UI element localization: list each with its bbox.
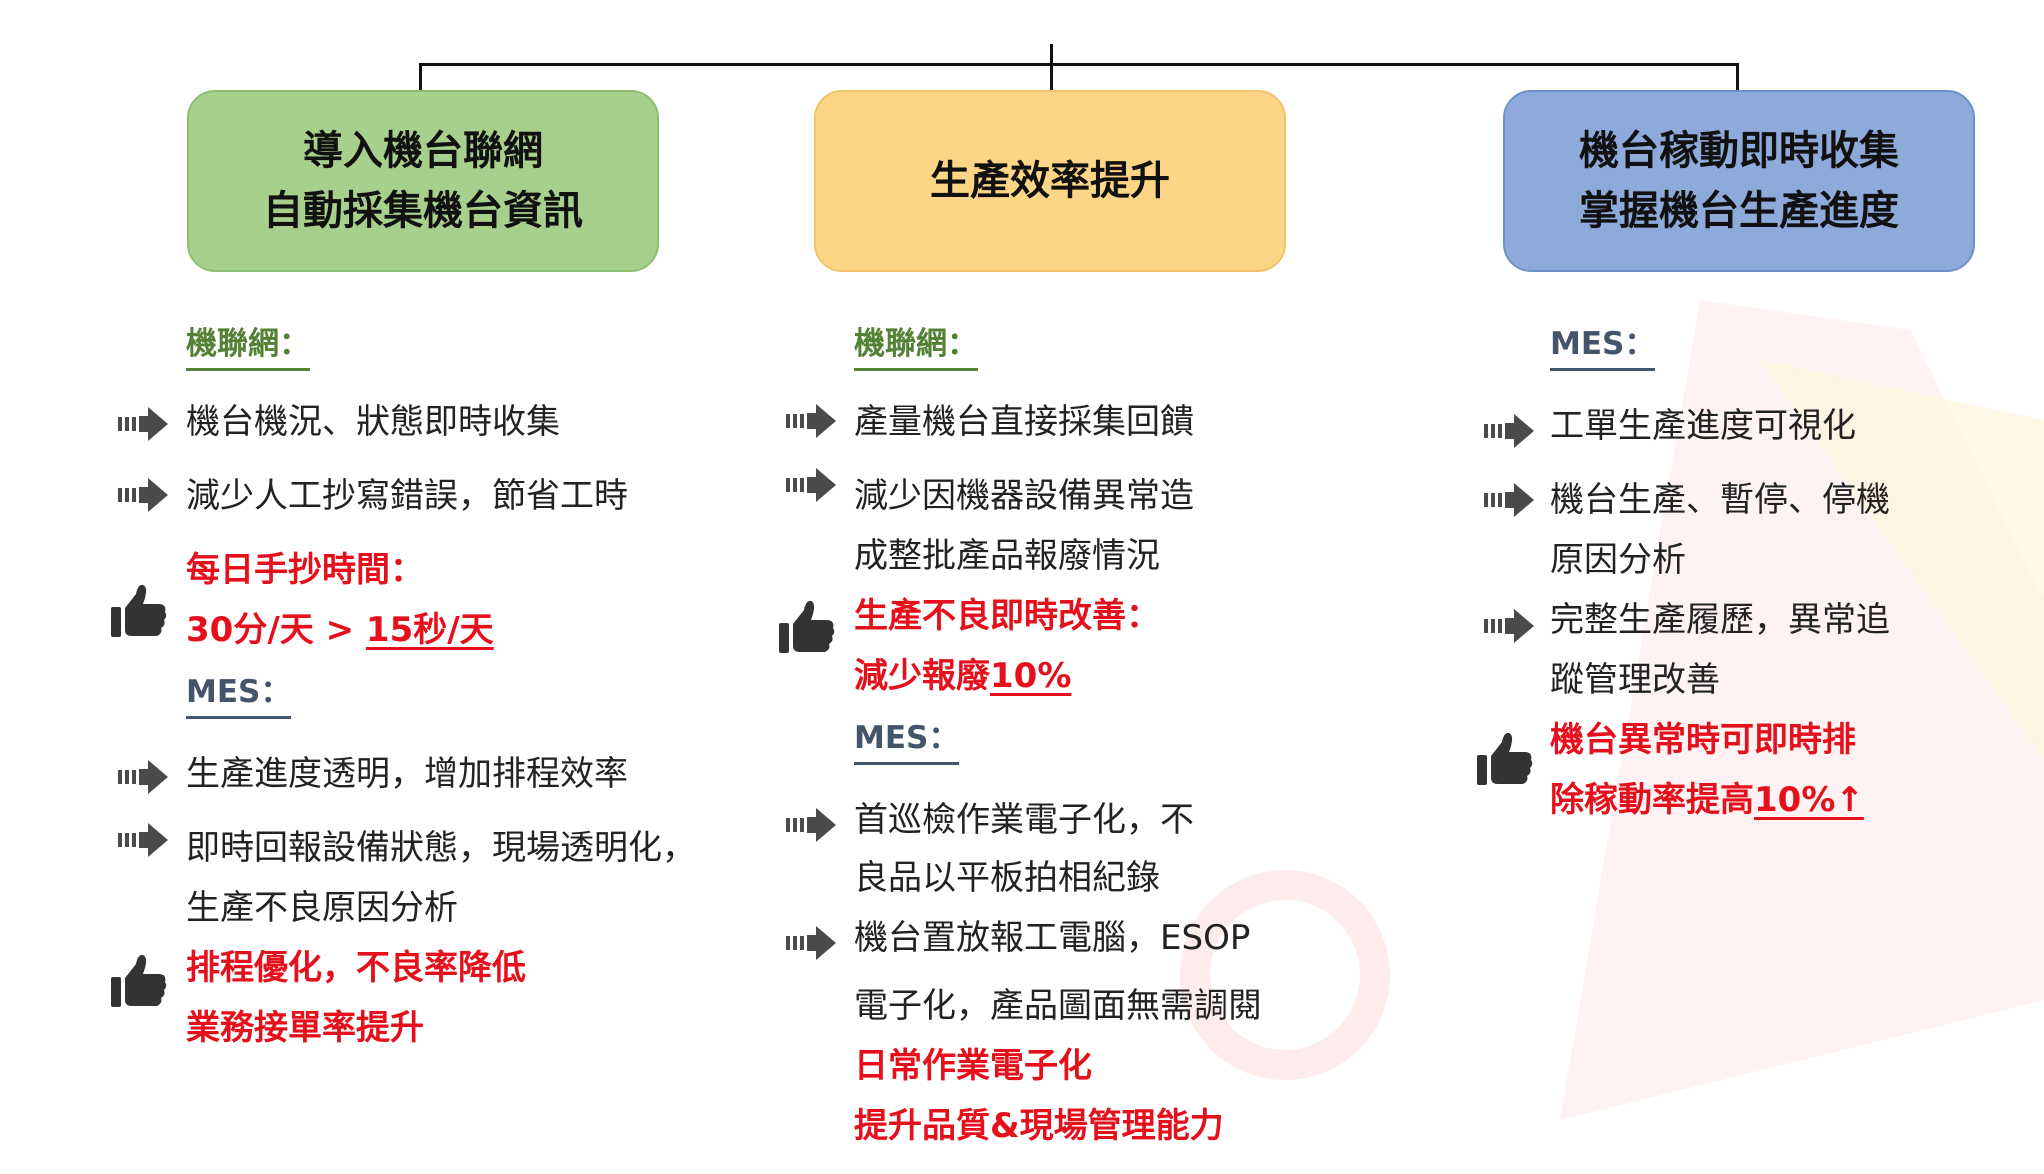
section-label: 機聯網：: [854, 324, 978, 371]
arrow-bullet-icon: [784, 401, 838, 445]
connector-right: [1736, 63, 1739, 90]
header-line: 導入機台聯網: [303, 128, 543, 174]
arrow-bullet-icon: [116, 757, 170, 801]
bullet-text: 生產進度透明，增加排程效率: [186, 754, 628, 794]
result-text: 業務接單率提升: [186, 1008, 424, 1048]
arrow-bullet-icon: [116, 475, 170, 519]
arrow-bullet-icon: [116, 404, 170, 448]
result-text: 每日手抄時間：: [186, 550, 424, 590]
connector-left: [419, 63, 422, 90]
header-box-networking: 導入機台聯網 自動採集機台資訊: [187, 90, 659, 272]
header-line: 機台稼動即時收集: [1579, 128, 1899, 174]
section-label: 機聯網：: [186, 324, 310, 371]
result-prefix: 30分/天 >: [186, 610, 366, 650]
result-text: 除稼動率提高10%↑: [1550, 778, 1864, 822]
thumbs-up-icon: [108, 580, 170, 646]
result-emphasis: 10%↑: [1754, 780, 1864, 820]
bullet-text: 良品以平板拍相紀錄: [854, 858, 1160, 898]
thumbs-up-icon: [776, 596, 838, 662]
result-text: 提升品質&現場管理能力: [854, 1106, 1224, 1146]
bullet-text: 工單生產進度可視化: [1550, 406, 1856, 446]
header-line: 掌握機台生產進度: [1579, 188, 1899, 234]
result-emphasis: 10%: [990, 656, 1072, 696]
header-box-utilization: 機台稼動即時收集 掌握機台生產進度: [1503, 90, 1975, 272]
bullet-text: 原因分析: [1550, 540, 1686, 580]
thumbs-up-icon: [108, 950, 170, 1016]
arrow-bullet-icon: [784, 465, 838, 509]
result-prefix: 減少報廢: [854, 656, 990, 696]
bullet-text: 產量機台直接採集回饋: [854, 402, 1194, 442]
result-text: 機台異常時可即時排: [1550, 720, 1856, 760]
section-label: MES：: [854, 718, 960, 765]
section-label: MES：: [1550, 324, 1656, 371]
bullet-text: 機台生產、暫停、停機: [1550, 480, 1890, 520]
bullet-text: 電子化，產品圖面無需調閱: [854, 986, 1262, 1026]
arrow-bullet-icon: [784, 923, 838, 967]
bullet-text: 機台置放報工電腦，ESOP: [854, 918, 1251, 958]
result-emphasis: 15秒/天: [365, 610, 494, 650]
connector-stem: [1050, 44, 1053, 90]
arrow-bullet-icon: [784, 805, 838, 849]
result-text: 日常作業電子化: [854, 1046, 1092, 1086]
result-text: 30分/天 > 15秒/天: [186, 608, 494, 652]
header-line: 生產效率提升: [930, 158, 1170, 204]
connector-bar: [419, 63, 1739, 66]
bullet-text: 完整生產履歷，異常追: [1550, 600, 1890, 640]
arrow-bullet-icon: [1482, 606, 1536, 650]
result-prefix: 除稼動率提高: [1550, 780, 1754, 820]
bullet-text: 減少人工抄寫錯誤，節省工時: [186, 476, 628, 516]
arrow-bullet-icon: [1482, 480, 1536, 524]
header-line: 自動採集機台資訊: [263, 188, 583, 234]
bullet-text: 首巡檢作業電子化，不: [854, 800, 1194, 840]
header-box-efficiency: 生產效率提升: [814, 90, 1286, 272]
bullet-text: 成整批產品報廢情況: [854, 536, 1160, 576]
result-text: 排程優化，不良率降低: [186, 948, 526, 988]
bullet-text: 機台機況、狀態即時收集: [186, 402, 560, 442]
bullet-text: 即時回報設備狀態，現場透明化，: [186, 828, 696, 868]
arrow-bullet-icon: [1482, 411, 1536, 455]
arrow-bullet-icon: [116, 820, 170, 864]
bullet-text: 減少因機器設備異常造: [854, 476, 1194, 516]
bullet-text: 生產不良原因分析: [186, 888, 458, 928]
section-label: MES：: [186, 672, 292, 719]
result-text: 生產不良即時改善：: [854, 596, 1160, 636]
thumbs-up-icon: [1474, 728, 1536, 794]
result-text: 減少報廢10%: [854, 654, 1071, 698]
bullet-text: 蹤管理改善: [1550, 660, 1720, 700]
